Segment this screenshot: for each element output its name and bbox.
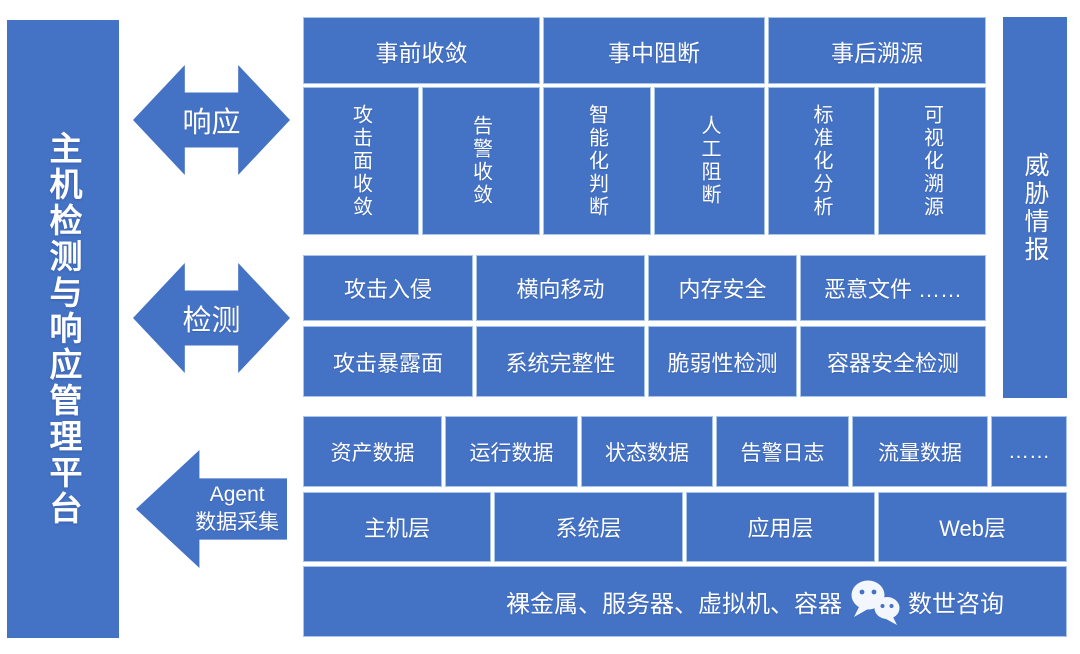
cell-system-layer: 系统层 (494, 492, 683, 562)
cell-label: 可视化溯源 (920, 103, 943, 219)
cell-intelligent-judgement: 智能化判断 (543, 87, 651, 235)
cell-runtime-data: 运行数据 (445, 416, 578, 487)
cell-more-data: …… (991, 416, 1067, 487)
watermark-label: 数世咨询 (908, 591, 1004, 618)
collection-row-2: 主机层 系统层 应用层 Web层 (303, 492, 1067, 562)
cell-container-security: 容器安全检测 (800, 326, 986, 397)
cell-lateral-movement: 横向移动 (476, 255, 645, 321)
cell-alert-logs: 告警日志 (716, 416, 849, 487)
cell-label: 智能化判断 (585, 103, 608, 219)
cell-standardized-analysis: 标准化分析 (768, 87, 875, 235)
header-mid-event: 事中阻断 (543, 17, 765, 84)
infrastructure-label: 裸金属、服务器、虚拟机、容器 (506, 591, 842, 618)
detection-row-1: 攻击入侵 横向移动 内存安全 恶意文件 …… (303, 255, 986, 321)
wechat-icon (851, 580, 900, 625)
header-pre-event: 事前收敛 (303, 17, 540, 84)
response-arrow-label: 响应 (182, 107, 241, 139)
cell-visual-tracing: 可视化溯源 (878, 87, 986, 235)
cell-memory-security: 内存安全 (648, 255, 797, 321)
cell-traffic-data: 流量数据 (852, 416, 988, 487)
detection-arrow: 检测 (133, 263, 290, 373)
cell-malicious-files: 恶意文件 …… (800, 255, 986, 321)
threat-intel-label: 威胁情报 (1021, 151, 1049, 264)
infrastructure-content: 裸金属、服务器、虚拟机、容器 数世咨询 (506, 578, 1004, 626)
cell-alert-convergence: 告警收敛 (422, 87, 540, 235)
cell-attack-exposure: 攻击暴露面 (303, 326, 473, 397)
platform-bar: 主机检测与响应管理平台 (7, 20, 119, 638)
cell-vulnerability-detection: 脆弱性检测 (648, 326, 797, 397)
agent-collection-arrow: Agent 数据采集 (136, 450, 287, 568)
cell-attack-intrusion: 攻击入侵 (303, 255, 473, 321)
cell-asset-data: 资产数据 (303, 416, 442, 487)
response-arrow: 响应 (133, 65, 290, 175)
cell-label: 攻击面收敛 (349, 103, 372, 219)
header-post-event: 事后溯源 (768, 17, 986, 84)
response-header-row: 事前收敛 事中阻断 事后溯源 (303, 17, 986, 84)
response-items-row: 攻击面收敛 告警收敛 智能化判断 人工阻断 标准化分析 可视化溯源 (303, 87, 986, 235)
cell-host-layer: 主机层 (303, 492, 491, 562)
cell-manual-block: 人工阻断 (654, 87, 765, 235)
platform-bar-label: 主机检测与响应管理平台 (45, 131, 82, 527)
cell-attack-surface-convergence: 攻击面收敛 (303, 87, 419, 235)
cell-label: 人工阻断 (698, 115, 720, 207)
agent-arrow-line1: Agent (209, 482, 265, 506)
cell-label: 告警收敛 (469, 115, 492, 207)
threat-intel-bar: 威胁情报 (1003, 17, 1067, 398)
infrastructure-bar: 裸金属、服务器、虚拟机、容器 数世咨询 (303, 566, 1067, 637)
detection-arrow-label: 检测 (182, 305, 241, 337)
detection-row-2: 攻击暴露面 系统完整性 脆弱性检测 容器安全检测 (303, 326, 986, 397)
collection-row-1: 资产数据 运行数据 状态数据 告警日志 流量数据 …… (303, 416, 1067, 487)
cell-app-layer: 应用层 (686, 492, 875, 562)
cell-status-data: 状态数据 (581, 416, 713, 487)
agent-arrow-label: Agent 数据采集 (193, 481, 287, 538)
agent-arrow-line2: 数据采集 (195, 511, 280, 534)
cell-label: 标准化分析 (810, 103, 832, 219)
cell-web-layer: Web层 (878, 492, 1067, 562)
cell-system-integrity: 系统完整性 (476, 326, 645, 397)
